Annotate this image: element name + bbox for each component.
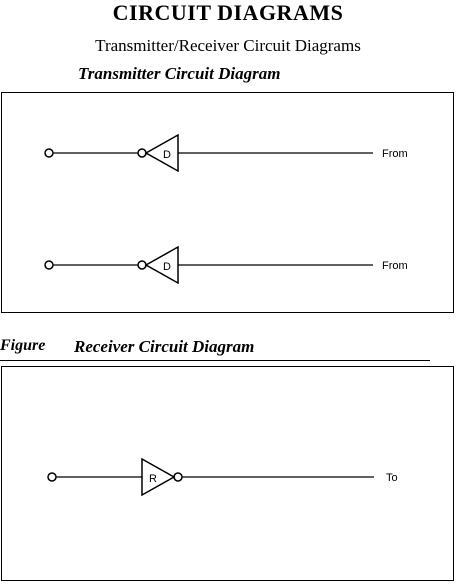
driver-gate-2 (146, 247, 178, 283)
receiver-diagram-box: R To (1, 366, 454, 581)
driver-label-2: D (163, 261, 171, 273)
driver-label-1: D (163, 149, 171, 161)
page-subtitle: Transmitter/Receiver Circuit Diagrams (0, 36, 456, 56)
from-label-1: From (382, 148, 408, 160)
figure-label: Figure (0, 337, 45, 355)
page-title: CIRCUIT DIAGRAMS (0, 0, 456, 26)
receiver-circuit: R To (2, 367, 455, 582)
caption-rule (0, 360, 430, 361)
input-terminal-1 (45, 149, 53, 157)
transmitter-diagram-box: D From D From (1, 92, 454, 313)
receiver-caption: Receiver Circuit Diagram (74, 337, 254, 357)
receiver-input-terminal (48, 473, 56, 481)
receiver-gate-label: R (149, 473, 157, 485)
input-terminal-2 (45, 261, 53, 269)
driver-gate-1 (146, 135, 178, 171)
transmitter-caption: Transmitter Circuit Diagram (78, 64, 280, 84)
receiver-gate (142, 459, 174, 495)
transmitter-circuit: D From D From (2, 93, 455, 314)
to-label: To (386, 472, 398, 484)
from-label-2: From (382, 260, 408, 272)
